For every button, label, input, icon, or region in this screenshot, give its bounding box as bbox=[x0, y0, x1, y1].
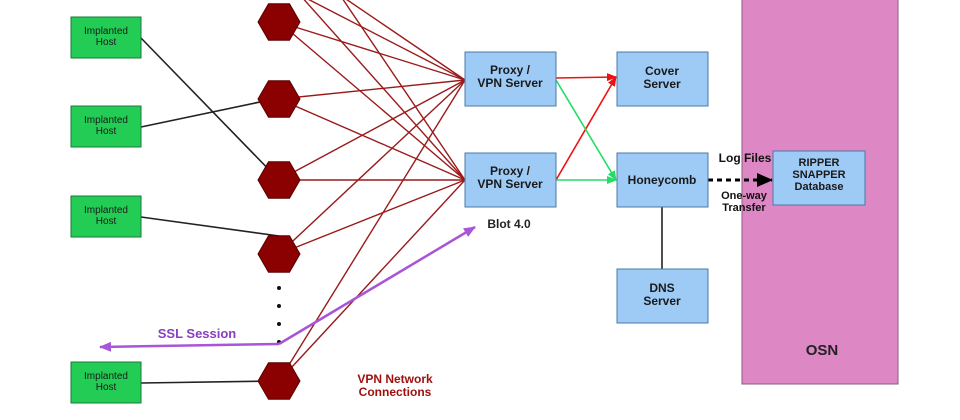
log-files-label: Log Files bbox=[719, 151, 772, 165]
ellipsis-dots bbox=[277, 286, 281, 344]
vpn-line-14 bbox=[342, 0, 466, 181]
vpn-node-4 bbox=[257, 235, 301, 273]
host-link-4 bbox=[140, 380, 280, 384]
vpn-nodes bbox=[257, 3, 301, 400]
ssl-session-arrows bbox=[99, 225, 476, 352]
vpn-line-9 bbox=[278, 79, 466, 382]
vpn-line-2 bbox=[278, 21, 466, 181]
vpn-line-12 bbox=[303, 0, 466, 181]
vpn-line-7 bbox=[278, 79, 466, 255]
host-node-links bbox=[140, 37, 280, 384]
ssl-session-label: SSL Session bbox=[158, 326, 237, 341]
honeycomb-label: Honeycomb bbox=[628, 173, 697, 187]
osn-label: OSN bbox=[806, 342, 839, 359]
host-link-3 bbox=[140, 216, 280, 237]
green-arrow-top bbox=[555, 79, 617, 181]
host-link-2 bbox=[140, 97, 280, 128]
proxy-vpn-server-1-label: Proxy /VPN Server bbox=[477, 63, 543, 90]
vpn-line-5 bbox=[278, 79, 466, 181]
red-arrow-top bbox=[555, 73, 617, 82]
vpn-node-5 bbox=[257, 362, 301, 400]
proxy-vpn-server-2: Proxy /VPN Server bbox=[464, 152, 557, 208]
honeycomb-server: Honeycomb bbox=[616, 152, 709, 208]
vpn-connection-lines bbox=[278, 0, 466, 382]
vpn-line-4 bbox=[278, 98, 466, 181]
vpn-line-3 bbox=[278, 79, 466, 100]
vpn-line-8 bbox=[278, 179, 466, 255]
vpn-line-1 bbox=[278, 21, 466, 81]
ssl-arrow-up bbox=[278, 225, 476, 346]
proxy-vpn-server-2-label: Proxy /VPN Server bbox=[477, 164, 543, 191]
vpn-line-13 bbox=[346, 0, 466, 81]
blot-label: Blot 4.0 bbox=[487, 217, 531, 231]
vpn-node-1 bbox=[257, 3, 301, 41]
vpn-node-3 bbox=[257, 161, 301, 199]
ssl-arrow-left bbox=[99, 341, 280, 352]
vpn-line-11 bbox=[308, 0, 466, 81]
vpn-node-2 bbox=[257, 80, 301, 118]
proxy-vpn-server-1: Proxy /VPN Server bbox=[464, 51, 557, 107]
proxy-server-arrows bbox=[555, 73, 617, 184]
vpn-line-10 bbox=[278, 179, 466, 382]
host-link-1 bbox=[140, 37, 280, 181]
